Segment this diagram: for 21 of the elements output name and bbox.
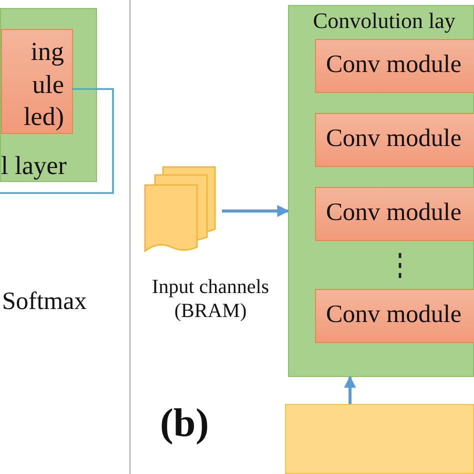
node-text: l layer	[1, 151, 67, 181]
node-text: ing ule led)	[22, 36, 64, 133]
node-text: Conv module	[326, 301, 462, 330]
memory-box	[285, 404, 474, 474]
convolution-layer-panel	[288, 5, 474, 377]
panel-label: (b)	[160, 400, 209, 446]
node-text: Conv module	[326, 51, 462, 80]
connector-line	[0, 88, 114, 194]
layer-panel	[0, 8, 97, 182]
conv-module-box	[315, 113, 474, 167]
node-text: Convolution lay	[313, 8, 456, 34]
conv-module-box	[315, 289, 474, 343]
softmax-label: Softmax	[2, 288, 87, 317]
node-caption: Input channels (BRAM)	[150, 275, 270, 323]
conv-module-box	[315, 39, 474, 93]
node-text: Conv module	[326, 199, 462, 228]
node-text: Conv module	[326, 125, 462, 154]
conv-module-box	[315, 187, 474, 241]
arrow	[222, 205, 290, 217]
arrow	[344, 376, 356, 404]
module-box	[1, 29, 73, 134]
